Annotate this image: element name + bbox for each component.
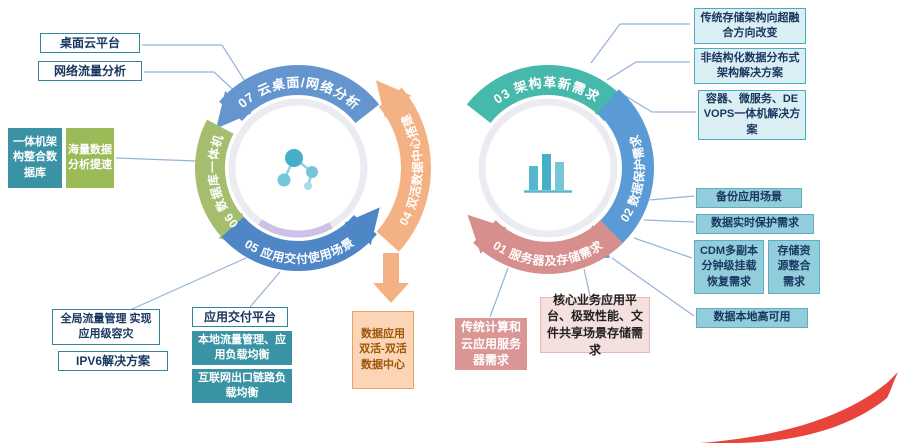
arc-segment-01 [467,214,623,274]
arc-segment-05 [221,207,380,272]
box-storage-consolidation: 存储资源整合需求 [768,240,820,294]
right-hub-ring [478,98,618,238]
box-local-high-availability: 数据本地高可用 [696,308,808,328]
box-distributed-unstructured-data: 非结构化数据分布式架构解决方案 [694,48,806,84]
box-cdm-recovery: CDM多副本分钟级挂载恢复需求 [694,240,764,294]
connector-desktop-cloud [142,44,249,87]
connector-server-demand [489,267,509,318]
box-ipv6-solution: IPV6解决方案 [58,351,168,371]
molecule-icon [277,149,318,190]
arc-segment-04 [375,80,431,252]
connector-gtm [129,257,247,311]
arc-segment-03 [466,65,630,129]
box-mass-data-analysis: 海量数据分析提速 [66,128,114,188]
arc-segment-07 [216,65,380,129]
connector-realtime [643,219,695,223]
connector-adc [249,271,281,308]
left-hub-accent-arc [258,219,333,238]
red-swoosh [700,372,898,443]
box-desktop-cloud-platform: 桌面云平台 [40,33,140,53]
arc-segment-06 [195,119,256,249]
down-arrow-icon [373,253,409,303]
box-appliance-db-consolidation: 一体机架构整合数据库 [8,128,62,188]
box-network-traffic-analysis: 网络流量分析 [38,61,142,81]
connector-backup [649,195,695,201]
bar-chart-icon [524,154,572,193]
box-internet-link-load-balancing: 互联网出口链路负载均衡 [192,369,292,403]
connector-distributed [606,61,690,81]
box-application-delivery-platform: 应用交付平台 [192,307,288,327]
connector-appliance-db [115,157,197,162]
box-global-traffic-management: 全局流量管理 实现应用级容灾 [52,309,160,345]
connector-local-ha [611,257,695,317]
box-hyperconverged-shift: 传统存储架构向超融合方向改变 [694,8,806,44]
box-active-active-datacenter: 数据应用双活-双活数据中心 [352,311,414,389]
box-backup-scenarios: 备份应用场景 [696,188,802,208]
box-container-devops-appliance: 容器、微服务、DEVOPS一体机解决方案 [698,90,806,140]
box-server-demand: 传统计算和云应用服务器需求 [455,318,527,370]
box-local-load-balancing: 本地流量管理、应用负载均衡 [192,331,292,365]
connector-cdm [633,237,693,259]
connector-core-storage [583,268,591,297]
connector-lines [115,23,696,318]
left-hub-circle [238,108,358,228]
box-core-business-storage-demand: 核心业务应用平台、极致性能、文件共享场景存储需求 [540,293,650,357]
connector-devops [623,94,696,113]
box-realtime-data-protection: 数据实时保护需求 [696,214,814,234]
connector-hci [590,23,690,64]
